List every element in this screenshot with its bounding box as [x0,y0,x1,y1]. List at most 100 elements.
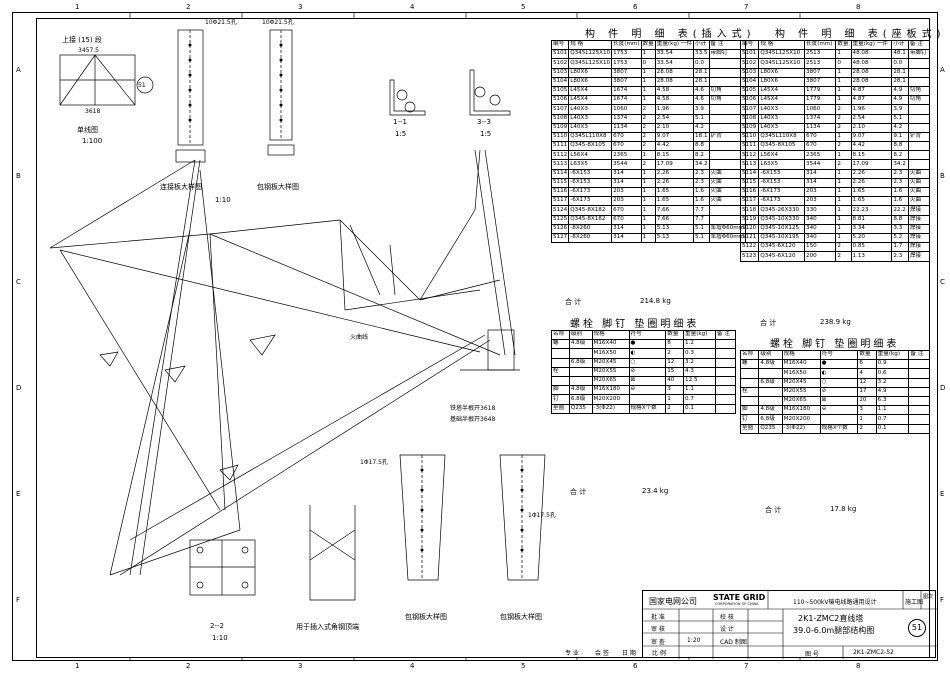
table-cell [758,386,783,397]
table-cell: 栓 [739,386,760,397]
table-cell: 5114 [739,168,760,179]
table-cell: 3 [665,385,685,396]
drawing-no: 2K1-ZMC2-52 [853,649,894,656]
table-cell: M16X180 [591,385,630,396]
table-cell: 4.42 [654,141,695,152]
table-cell [907,159,931,170]
table-cell: Q345-8X105 [758,141,806,152]
section-11-scale: 1:5 [395,130,407,138]
table-cell: 1674 [611,85,642,97]
table-cell: M20X45 [781,377,821,388]
table-cell: 22.2 [891,205,909,216]
table-cell: L40X3 [568,113,613,124]
grid-row-f: F [16,596,21,604]
table-cell: -6X153 [568,168,613,179]
table-cell: 1674 [611,95,642,106]
table-cell: 0.7 [875,414,910,425]
grid-col-2: 2 [186,3,191,11]
approve-label: 批 准 [651,614,665,621]
table-cell: 0.1 [875,423,910,434]
table-cell: 7.66 [654,214,695,225]
table-cell: 1 [835,214,852,225]
table-cell: 0.1 [683,403,716,414]
table-cell: 6.8级 [568,394,593,405]
table-cell: 带脚钉 [907,49,931,60]
table-cell: 1 [640,196,656,207]
table-cell [907,150,931,161]
table-cell: M20X55 [781,386,821,397]
table-cell: 1374 [804,113,837,124]
table-cell: 12 [665,357,685,368]
table-cell: 5105 [550,85,570,97]
table-cell: 5117 [739,196,760,207]
table-cell [739,377,760,388]
table-cell: 5112 [739,150,760,161]
table-header-cell: 重量(kg) 一件 [654,39,695,51]
table-cell: ⊠ [819,395,859,407]
table-cell: 1.6 [891,196,909,207]
table-cell: 1.7 [891,242,909,253]
table-cell: 8.8 [891,141,909,152]
table-cell: -6X153 [758,168,806,179]
grid-col-1b: 1 [75,662,80,670]
drawing-no-label: 图 号 [805,651,819,658]
table-cell [907,141,931,152]
table-cell: 1.65 [654,186,695,198]
table-cell: L80X6 [758,76,806,87]
table-cell: 2513 [804,58,837,69]
table-cell: M20X200 [591,394,630,405]
table-cell: 33.5 [693,49,710,60]
table-cell [758,395,783,407]
table-cell: L40X3 [758,104,806,115]
table-cell: L56X4 [758,150,806,161]
table-cell: 330 [804,205,837,216]
table-cell: L80X6 [758,67,806,78]
members-insert-title: 构 件 明 细 表(插入式) [585,29,756,40]
grid-row-d: D [16,384,22,392]
table-cell: -6X153 [568,177,613,189]
table-cell: 3544 [611,159,642,170]
table-cell: 火曲 [907,177,931,189]
grid-col-2b: 2 [186,662,191,670]
table-cell: M16X40 [781,359,821,370]
table-cell: 5111 [550,141,570,152]
members-base-title: 构 件 明 细 表(座板式) [775,29,946,40]
table-cell [714,339,737,350]
table-cell: Q345-10X195 [758,232,806,244]
grid-col-8: 8 [856,3,861,11]
members-insert-total: 214.8 kg [640,297,671,305]
table-cell: 5102 [739,58,760,69]
table-cell: 2 [835,104,852,115]
table-cell [908,423,930,434]
table-cell: 0 [640,58,656,69]
table-cell: 火曲 [907,168,931,179]
table-cell: -3(Φ22) [591,403,630,414]
table-cell: 2.26 [850,168,893,179]
table-cell: 1 [640,76,656,87]
table-cell: 1.6 [891,186,909,198]
table-cell [908,368,930,379]
table-cell: 5101 [739,49,760,60]
table-cell: 螺 [739,359,760,370]
table-cell: 4.87 [850,85,893,97]
table-cell: 1779 [804,95,837,106]
table-cell: 2 [835,242,852,253]
